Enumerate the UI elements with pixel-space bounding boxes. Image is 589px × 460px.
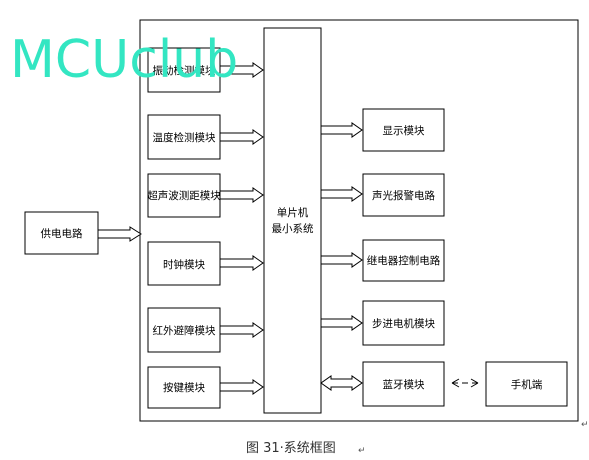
output-arrow-relay <box>320 252 363 268</box>
input-arrow-keys <box>219 379 264 395</box>
input-label-infrared: 红外避障模块 <box>153 324 216 337</box>
watermark-logo: MCUclub <box>10 30 238 90</box>
mcu-box <box>263 27 322 414</box>
input-label-keys: 按键模块 <box>163 381 205 394</box>
input-arrow-temperature <box>219 129 264 145</box>
output-box-relay <box>362 239 445 282</box>
input-arrow-clock <box>219 255 264 271</box>
power-supply-box <box>24 211 99 255</box>
caption-mark: ↵ <box>358 446 366 456</box>
system-frame <box>139 19 579 422</box>
input-box-ultrasonic <box>147 173 221 218</box>
input-box-vibration <box>147 47 221 93</box>
power-supply-label: 供电电路 <box>41 227 83 240</box>
input-label-temperature: 温度检测模块 <box>153 131 216 144</box>
output-label-relay: 继电器控制电路 <box>367 254 441 267</box>
input-label-ultrasonic: 超声波测距模块 <box>147 189 221 202</box>
output-label-bluetooth: 蓝牙模块 <box>383 379 425 391</box>
bluetooth-bidirectional-arrow <box>320 375 363 391</box>
figure-caption: 图 31·系统框图 <box>246 441 336 456</box>
mcu-label-line1: 单片机 <box>277 206 309 219</box>
input-arrow-ultrasonic <box>219 187 264 203</box>
input-box-temperature <box>147 114 221 160</box>
paragraph-mark: ↵ <box>581 420 589 430</box>
output-box-bluetooth <box>362 361 445 407</box>
input-arrow-infrared <box>219 322 264 338</box>
phone-box <box>485 361 568 407</box>
input-arrow-vibration <box>219 62 264 78</box>
wireless-link-dashed <box>451 378 479 388</box>
output-arrow-display <box>320 122 363 138</box>
output-label-stepper: 步进电机模块 <box>372 317 435 330</box>
mcu-label-line2: 最小系统 <box>272 222 314 235</box>
power-arrow <box>97 226 142 242</box>
output-box-alarm <box>362 173 445 217</box>
output-arrow-stepper <box>320 315 363 331</box>
output-label-alarm: 声光报警电路 <box>372 189 435 202</box>
output-box-stepper <box>362 300 445 346</box>
input-box-infrared <box>147 307 221 353</box>
output-box-display <box>362 108 445 152</box>
output-arrow-alarm <box>320 186 363 202</box>
phone-label: 手机端 <box>511 378 543 391</box>
output-label-display: 显示模块 <box>383 125 425 137</box>
input-label-vibration: 振动检测模块 <box>153 64 216 77</box>
input-box-clock <box>147 241 221 286</box>
input-label-clock: 时钟模块 <box>163 258 205 271</box>
input-box-keys <box>147 366 221 409</box>
